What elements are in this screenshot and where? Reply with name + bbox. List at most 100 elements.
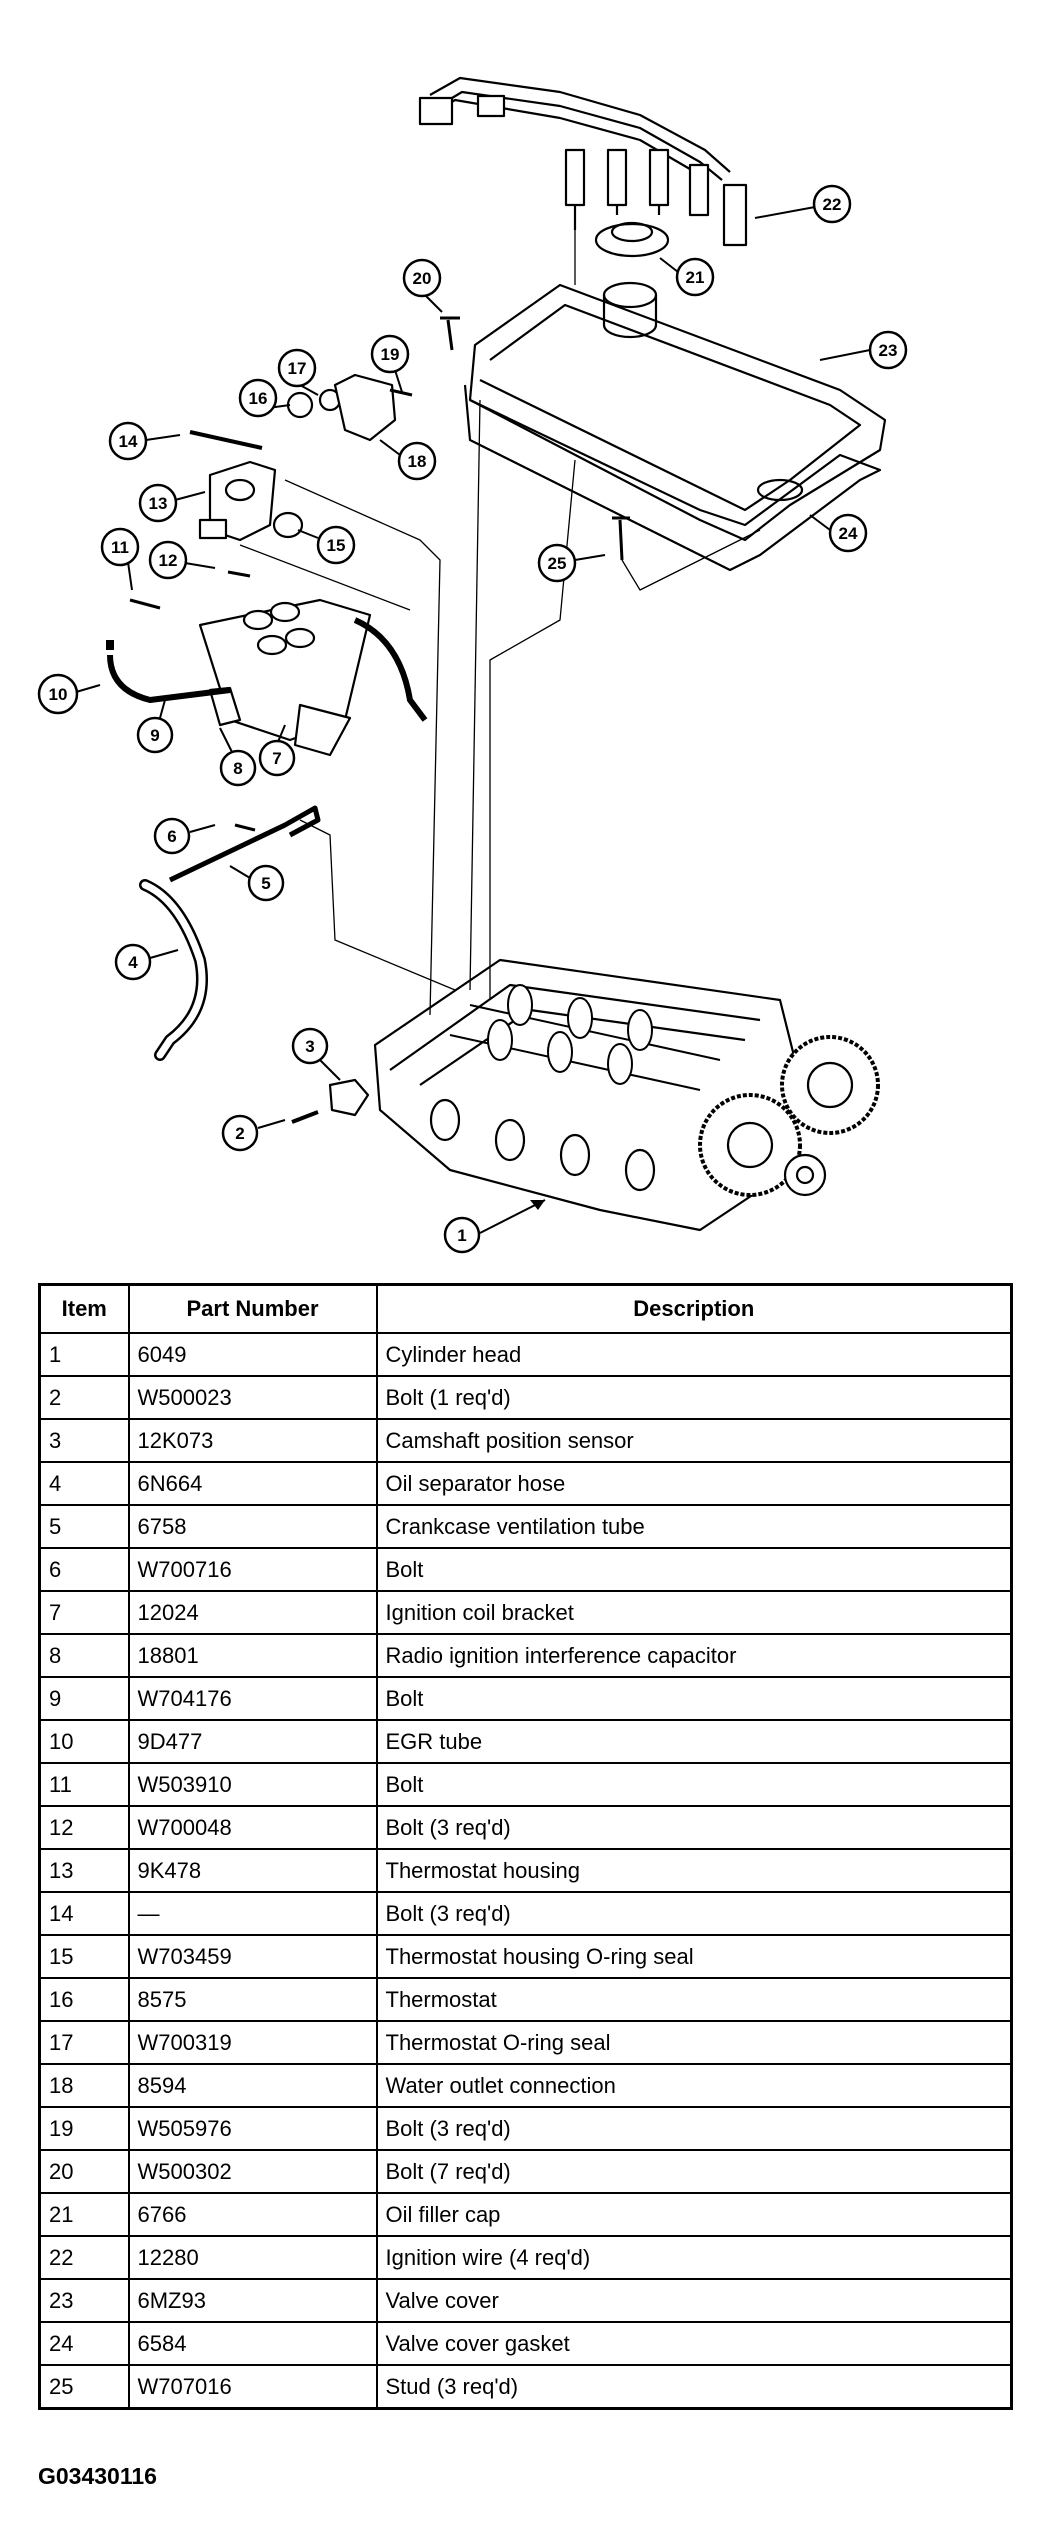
cell-part-number: W703459 xyxy=(127,1934,378,1979)
svg-text:20: 20 xyxy=(413,269,432,288)
svg-text:25: 25 xyxy=(548,554,567,573)
callout-19: 19 xyxy=(370,334,410,393)
cell-part-number: 6N664 xyxy=(127,1461,378,1506)
cell-part-number: W505976 xyxy=(127,2106,378,2151)
cell-description: Bolt xyxy=(375,1547,1013,1592)
cell-item: 14 xyxy=(38,1891,130,1936)
cell-item: 13 xyxy=(38,1848,130,1893)
cell-description: Camshaft position sensor xyxy=(375,1418,1013,1463)
callout-4: 4 xyxy=(114,943,179,981)
svg-text:6: 6 xyxy=(167,827,176,846)
svg-text:3: 3 xyxy=(305,1037,314,1056)
svg-text:7: 7 xyxy=(272,749,281,768)
svg-text:9: 9 xyxy=(150,726,159,745)
cell-item: 11 xyxy=(38,1762,130,1807)
callout-1: 1 xyxy=(443,1199,546,1254)
cell-description: Bolt (7 req'd) xyxy=(375,2149,1013,2194)
ignition-coil-assembly xyxy=(106,570,428,757)
callout-17: 17 xyxy=(277,348,319,396)
svg-text:14: 14 xyxy=(119,432,138,451)
diagram-drawing xyxy=(106,76,887,1232)
callout-24: 24 xyxy=(809,513,868,553)
svg-text:4: 4 xyxy=(128,953,138,972)
stud-25 xyxy=(612,516,630,561)
svg-text:11: 11 xyxy=(111,538,129,557)
cam-sprocket-front xyxy=(698,1093,802,1197)
callout-9: 9 xyxy=(136,699,174,754)
exploded-parts-diagram: 1 2 3 4 5 6 7 8 9 10 11 12 13 14 15 16 1… xyxy=(37,76,908,1254)
column-header-item: Item xyxy=(38,1283,130,1334)
cell-part-number: 6766 xyxy=(127,2192,378,2237)
cell-item: 3 xyxy=(38,1418,130,1463)
cell-description: Bolt (3 req'd) xyxy=(375,2106,1013,2151)
column-header-description: Description xyxy=(375,1283,1013,1334)
cell-item: 10 xyxy=(38,1719,130,1764)
svg-text:22: 22 xyxy=(823,195,842,214)
cell-part-number: W500023 xyxy=(127,1375,378,1420)
svg-text:23: 23 xyxy=(879,341,898,360)
camshafts xyxy=(449,984,721,1091)
svg-text:8: 8 xyxy=(233,759,242,778)
cell-description: Crankcase ventilation tube xyxy=(375,1504,1013,1549)
cell-part-number: 6049 xyxy=(127,1332,378,1377)
cell-part-number: 6758 xyxy=(127,1504,378,1549)
alignment-lines xyxy=(239,230,761,1016)
cell-part-number: 6MZ93 xyxy=(127,2278,378,2323)
callout-15: 15 xyxy=(297,525,356,565)
cell-description: Stud (3 req'd) xyxy=(375,2364,1013,2410)
cell-description: Radio ignition interference capacitor xyxy=(375,1633,1013,1678)
callout-2: 2 xyxy=(221,1114,286,1152)
cell-part-number: 12K073 xyxy=(127,1418,378,1463)
cell-part-number: W700716 xyxy=(127,1547,378,1592)
callout-12: 12 xyxy=(148,540,216,580)
callout-8: 8 xyxy=(219,727,257,787)
cell-item: 12 xyxy=(38,1805,130,1850)
cell-description: Ignition coil bracket xyxy=(375,1590,1013,1635)
cell-description: Thermostat housing xyxy=(375,1848,1013,1893)
valve-cover xyxy=(468,281,887,542)
svg-text:15: 15 xyxy=(327,536,346,555)
cell-description: Cylinder head xyxy=(375,1332,1013,1377)
crankcase-ventilation-tube xyxy=(168,805,321,883)
cell-description: Water outlet connection xyxy=(375,2063,1013,2108)
cell-item: 9 xyxy=(38,1676,130,1721)
cell-part-number: 12280 xyxy=(127,2235,378,2280)
bolt-20 xyxy=(440,316,460,351)
callout-11: 11 xyxy=(100,527,140,591)
cell-part-number: — xyxy=(127,1891,378,1936)
svg-text:18: 18 xyxy=(408,452,427,471)
svg-text:1: 1 xyxy=(457,1226,466,1245)
cell-item: 16 xyxy=(38,1977,130,2022)
ignition-wire-harness xyxy=(418,76,748,247)
cell-part-number: 8594 xyxy=(127,2063,378,2108)
svg-text:5: 5 xyxy=(261,874,270,893)
cell-item: 22 xyxy=(38,2235,130,2280)
svg-text:13: 13 xyxy=(149,494,168,513)
svg-text:10: 10 xyxy=(49,685,68,704)
cell-description: Bolt xyxy=(375,1762,1013,1807)
cell-description: Thermostat O-ring seal xyxy=(375,2020,1013,2065)
callout-13: 13 xyxy=(138,483,206,523)
cell-part-number: W707016 xyxy=(127,2364,378,2410)
thermostat-group xyxy=(189,373,413,542)
cell-part-number: 6584 xyxy=(127,2321,378,2366)
cell-description: Thermostat xyxy=(375,1977,1013,2022)
callout-22: 22 xyxy=(754,184,852,224)
cell-item: 19 xyxy=(38,2106,130,2151)
cell-item: 23 xyxy=(38,2278,130,2323)
cell-item: 15 xyxy=(38,1934,130,1979)
cylinder-head xyxy=(373,958,880,1232)
svg-text:12: 12 xyxy=(159,551,178,570)
